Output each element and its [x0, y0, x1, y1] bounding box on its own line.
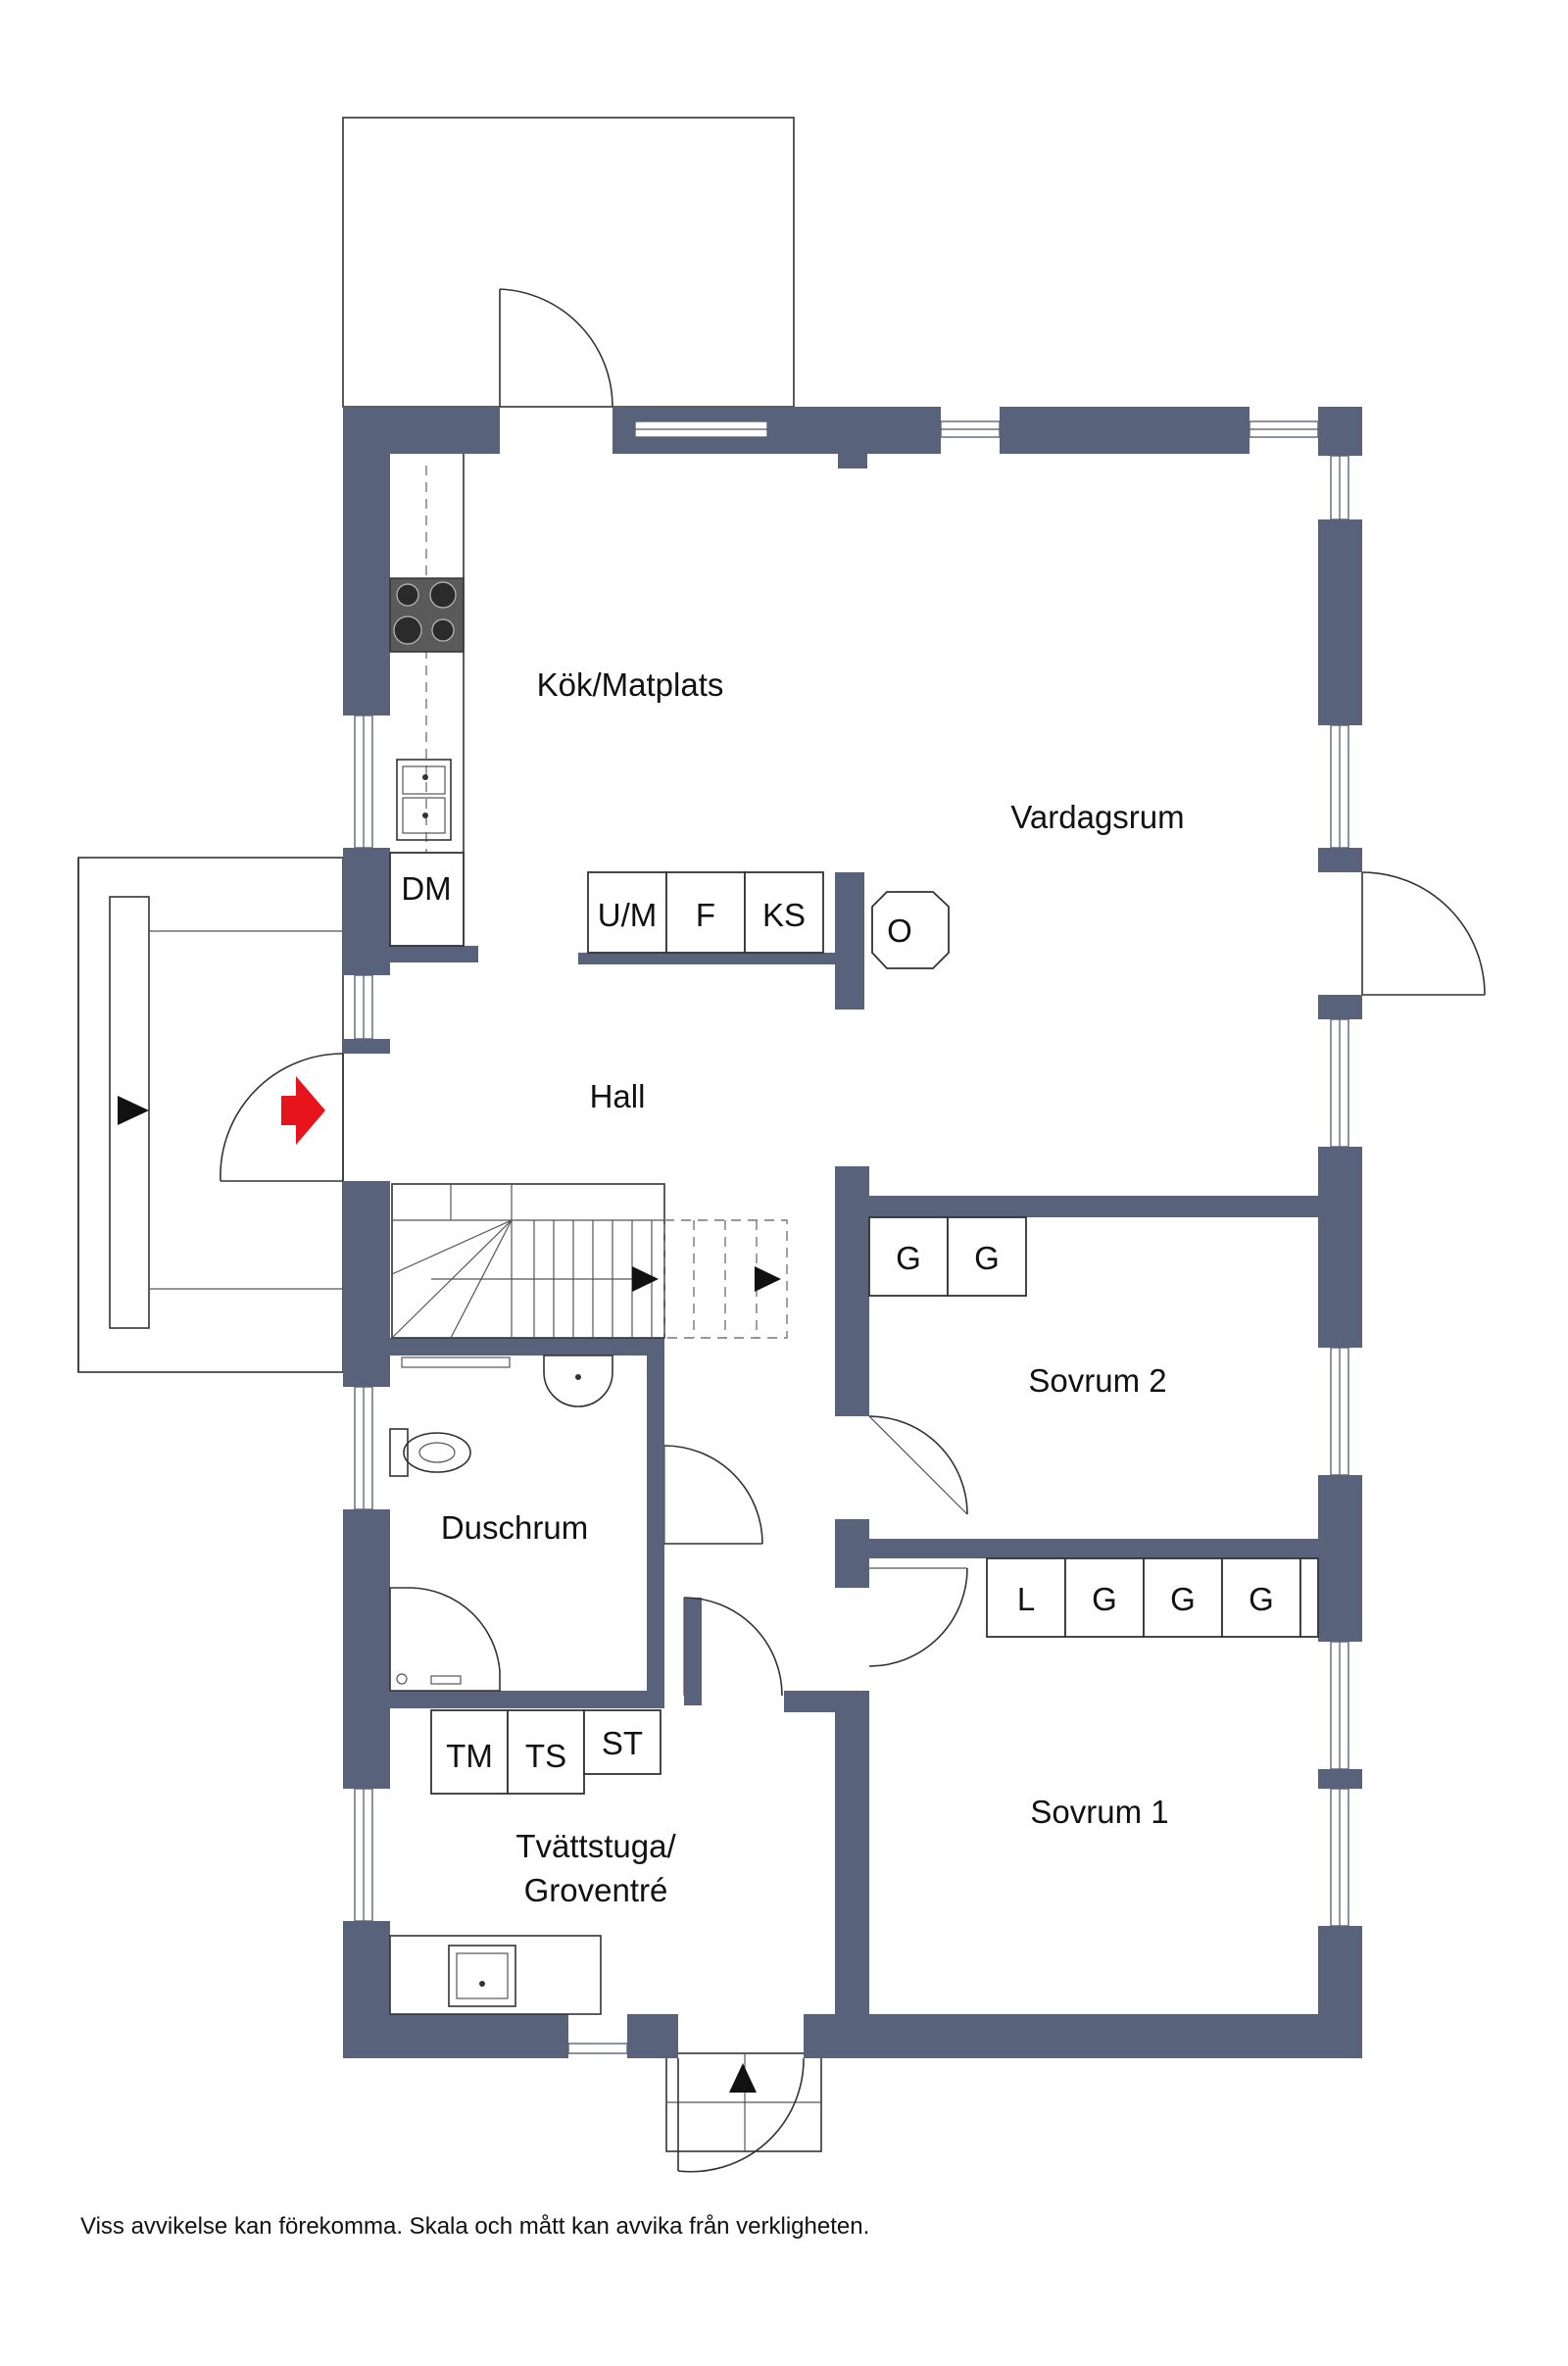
shower: [389, 1587, 501, 1692]
walls: [343, 407, 1362, 2058]
wardrobes-sovrum2: [868, 1216, 1027, 1297]
porch-direction-arrow: [118, 1096, 149, 1125]
room-label-hall: Hall: [590, 1078, 646, 1114]
laundry-fixtures: [389, 1709, 662, 2015]
tm-label: TM: [446, 1738, 493, 1774]
room-label-vardagsrum: Vardagsrum: [1010, 799, 1184, 835]
ts-label: TS: [525, 1738, 566, 1774]
laundry-sink: [448, 1945, 516, 2007]
dishwasher-label: DM: [401, 870, 451, 907]
um-label: U/M: [598, 897, 658, 933]
south-entrance-arrow: [729, 2063, 757, 2093]
wardrobe-label: G: [1170, 1581, 1196, 1617]
terrace-north: [342, 117, 795, 408]
room-label-kok: Kök/Matplats: [537, 666, 724, 703]
room-label-groventre: Groventré: [524, 1872, 668, 1908]
appliance-row: [587, 871, 824, 954]
wardrobes-sovrum1: [986, 1557, 1319, 1638]
disclaimer-text: Viss avvikelse kan förekomma. Skala och …: [80, 2213, 869, 2240]
main-entrance-arrow: [281, 1076, 325, 1145]
bathroom-fixtures: [389, 1355, 613, 1692]
windows: [354, 420, 1349, 2054]
kitchen-counter: [389, 454, 465, 947]
porch-west: [77, 857, 344, 1373]
wardrobe-label: G: [1092, 1581, 1117, 1617]
room-label-duschrum: Duschrum: [441, 1509, 588, 1546]
washbasin: [543, 1355, 613, 1407]
staircase: [391, 1183, 788, 1339]
doors: [220, 288, 1486, 2173]
room-label-sovrum1: Sovrum 1: [1030, 1794, 1168, 1830]
linen-closet-label: L: [1017, 1581, 1035, 1617]
fireplace: [871, 891, 950, 969]
room-label-sovrum2: Sovrum 2: [1028, 1362, 1166, 1399]
fireplace-label: O: [887, 912, 912, 949]
kitchen-sink: [396, 759, 452, 841]
dishwasher-box: [389, 852, 465, 947]
room-label-tvattstuga: Tvättstuga/: [515, 1828, 676, 1864]
wardrobe-label: G: [974, 1240, 1000, 1276]
fridge-label: F: [696, 897, 715, 933]
toilet: [389, 1428, 471, 1477]
freezer-label: KS: [762, 897, 806, 933]
wardrobe-label: G: [896, 1240, 921, 1276]
entrance-steps-south: [665, 2052, 822, 2152]
wardrobe-label: G: [1249, 1581, 1274, 1617]
st-label: ST: [602, 1725, 643, 1761]
